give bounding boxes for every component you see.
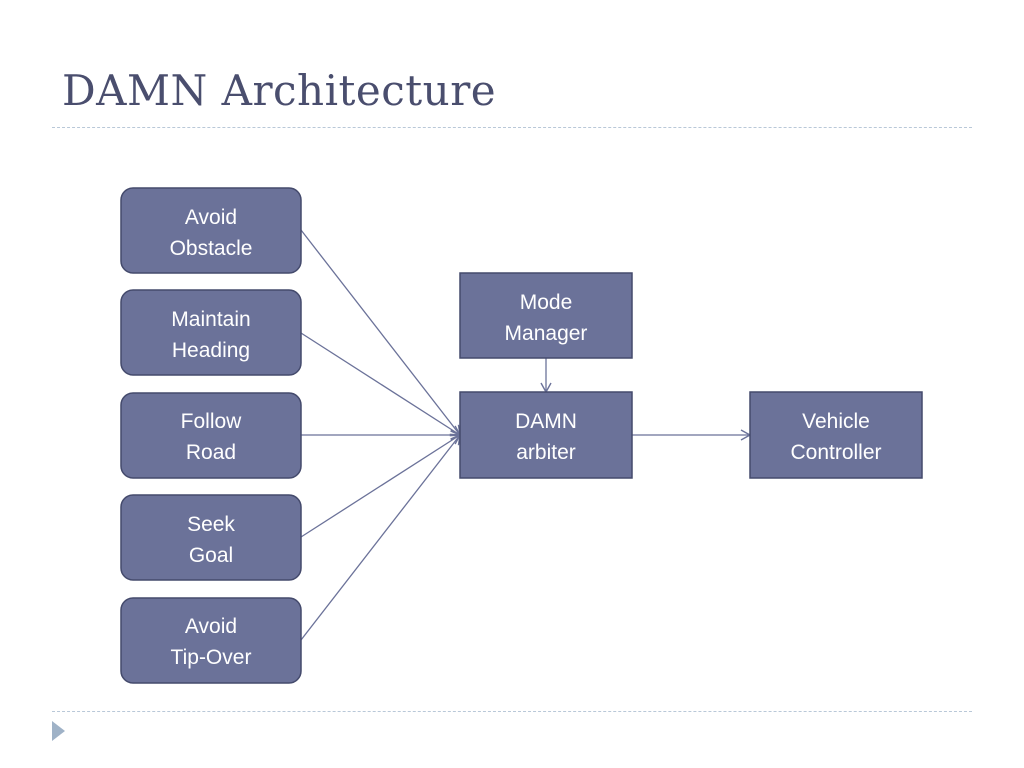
play-triangle-icon xyxy=(52,721,65,741)
mode-manager-node: Mode Manager xyxy=(459,272,633,359)
behavior-label-line2: Obstacle xyxy=(170,237,253,260)
vehicle-controller-label-line2: Controller xyxy=(790,441,881,464)
arrow-avoid-tip-over-to-arbiter xyxy=(300,433,461,641)
behavior-node-avoid-tip-over: Avoid Tip-Over xyxy=(120,597,302,684)
behavior-node-follow-road: Follow Road xyxy=(120,392,302,479)
behavior-label-line1: Avoid xyxy=(185,615,237,638)
behavior-label-line2: Tip-Over xyxy=(171,646,252,669)
behavior-label-line2: Goal xyxy=(189,544,233,567)
behavior-label-line2: Heading xyxy=(172,339,250,362)
title-divider xyxy=(52,127,972,128)
behavior-label-line1: Seek xyxy=(187,513,235,536)
arbiter-node: DAMN arbiter xyxy=(459,391,633,479)
behavior-node-maintain-heading: Maintain Heading xyxy=(120,289,302,376)
footer-divider xyxy=(52,711,972,712)
vehicle-controller-node: Vehicle Controller xyxy=(749,391,923,479)
behavior-node-avoid-obstacle: Avoid Obstacle xyxy=(120,187,302,274)
mode-manager-label-line1: Mode xyxy=(520,291,573,314)
behavior-label-line2: Road xyxy=(186,441,236,464)
arbiter-label-line1: DAMN xyxy=(515,410,577,433)
arrow-avoid-obstacle-to-arbiter xyxy=(300,229,461,437)
behavior-label-line1: Follow xyxy=(181,410,243,433)
behavior-label-line1: Avoid xyxy=(185,206,237,229)
arrow-seek-goal-to-arbiter xyxy=(300,434,462,538)
behavior-node-seek-goal: Seek Goal xyxy=(120,494,302,581)
behavior-label-line1: Maintain xyxy=(171,308,250,331)
slide-title: DAMN Architecture xyxy=(62,66,497,115)
arrow-maintain-heading-to-arbiter xyxy=(300,332,462,436)
arbiter-label-line2: arbiter xyxy=(516,441,576,464)
vehicle-controller-label-line1: Vehicle xyxy=(802,410,870,433)
mode-manager-label-line2: Manager xyxy=(505,322,588,345)
